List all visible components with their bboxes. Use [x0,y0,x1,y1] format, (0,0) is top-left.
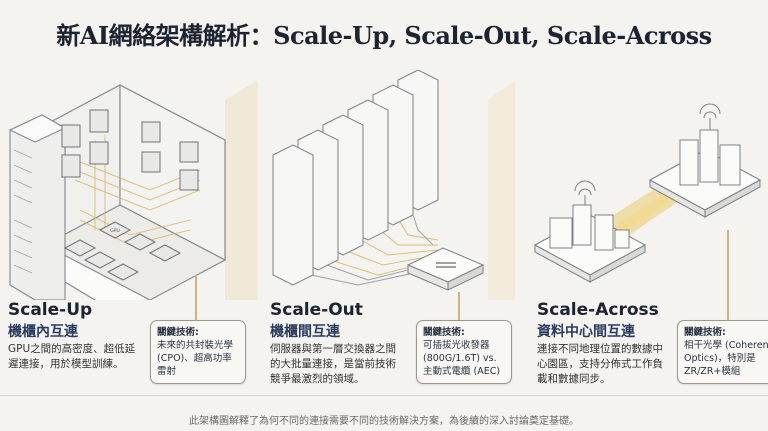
panel-heading: Scale-Out [270,300,363,320]
panel-heading: Scale-Up [8,300,93,320]
panel-subheading: 機櫃內互連 [8,324,78,340]
panel-description: 伺服器與第一層交換器之間的大批量連接，是當前技術競爭最激烈的領域。 [270,343,396,385]
server-racks-illustration [272,70,515,300]
key-text: 可插拔光收發器 (800G/1.6T) vs. 主動式電纜 (AEC) [423,340,501,377]
panel-description: GPU之間的高密度、超低延遲連接，用於模型訓練。 [8,343,136,370]
callout-line [195,275,197,320]
key-technology-box: 關鍵技術: 相干光學 (Coherent Optics)，特別是ZR/ZR+模組 [677,320,768,384]
footer-caption: 此架構圖解釋了為何不同的連接需要不同的技術解決方案，為後續的深入討論奠定基礎。 [189,416,579,427]
key-label: 關鍵技術: [157,327,199,338]
key-label: 關鍵技術: [423,327,465,338]
key-text: 未來的共封裝光學 (CPO)、超高功率雷射 [157,340,234,377]
datacenter-campuses-illustration [533,103,762,283]
gpu-chip-label: GPU [110,228,120,234]
panel-scale-up: GPU Scale-Up 機櫃內互連 GPU之間的高密度、超低延遲連接，用於模型… [0,70,258,395]
panel-subheading: 機櫃間互連 [270,324,340,340]
panel-scale-out: Scale-Out 機櫃間互連 伺服器與第一層交換器之間的大批量連接，是當前技術… [258,70,515,395]
key-label: 關鍵技術: [684,327,726,338]
key-technology-box: 關鍵技術: 未來的共封裝光學 (CPO)、超高功率雷射 [150,320,246,384]
footer-divider [0,395,768,396]
key-text: 相干光學 (Coherent Optics)，特別是ZR/ZR+模組 [684,340,768,377]
panel-heading: Scale-Across [537,300,659,320]
rack-interior-illustration: GPU [8,80,258,300]
callout-line [727,230,729,320]
panel-scale-across: Scale-Across 資料中心間互連 連接不同地理位置的數據中心園區，支持分… [515,70,768,395]
panel-subheading: 資料中心間互連 [537,324,635,340]
callout-line [458,292,460,320]
key-technology-box: 關鍵技術: 可插拔光收發器 (800G/1.6T) vs. 主動式電纜 (AEC… [416,320,512,384]
page-title: 新AI網絡架構解析：Scale-Up, Scale-Out, Scale-Acr… [56,21,712,50]
panel-description: 連接不同地理位置的數據中心園區，支持分佈式工作負載和數據同步。 [537,343,663,385]
